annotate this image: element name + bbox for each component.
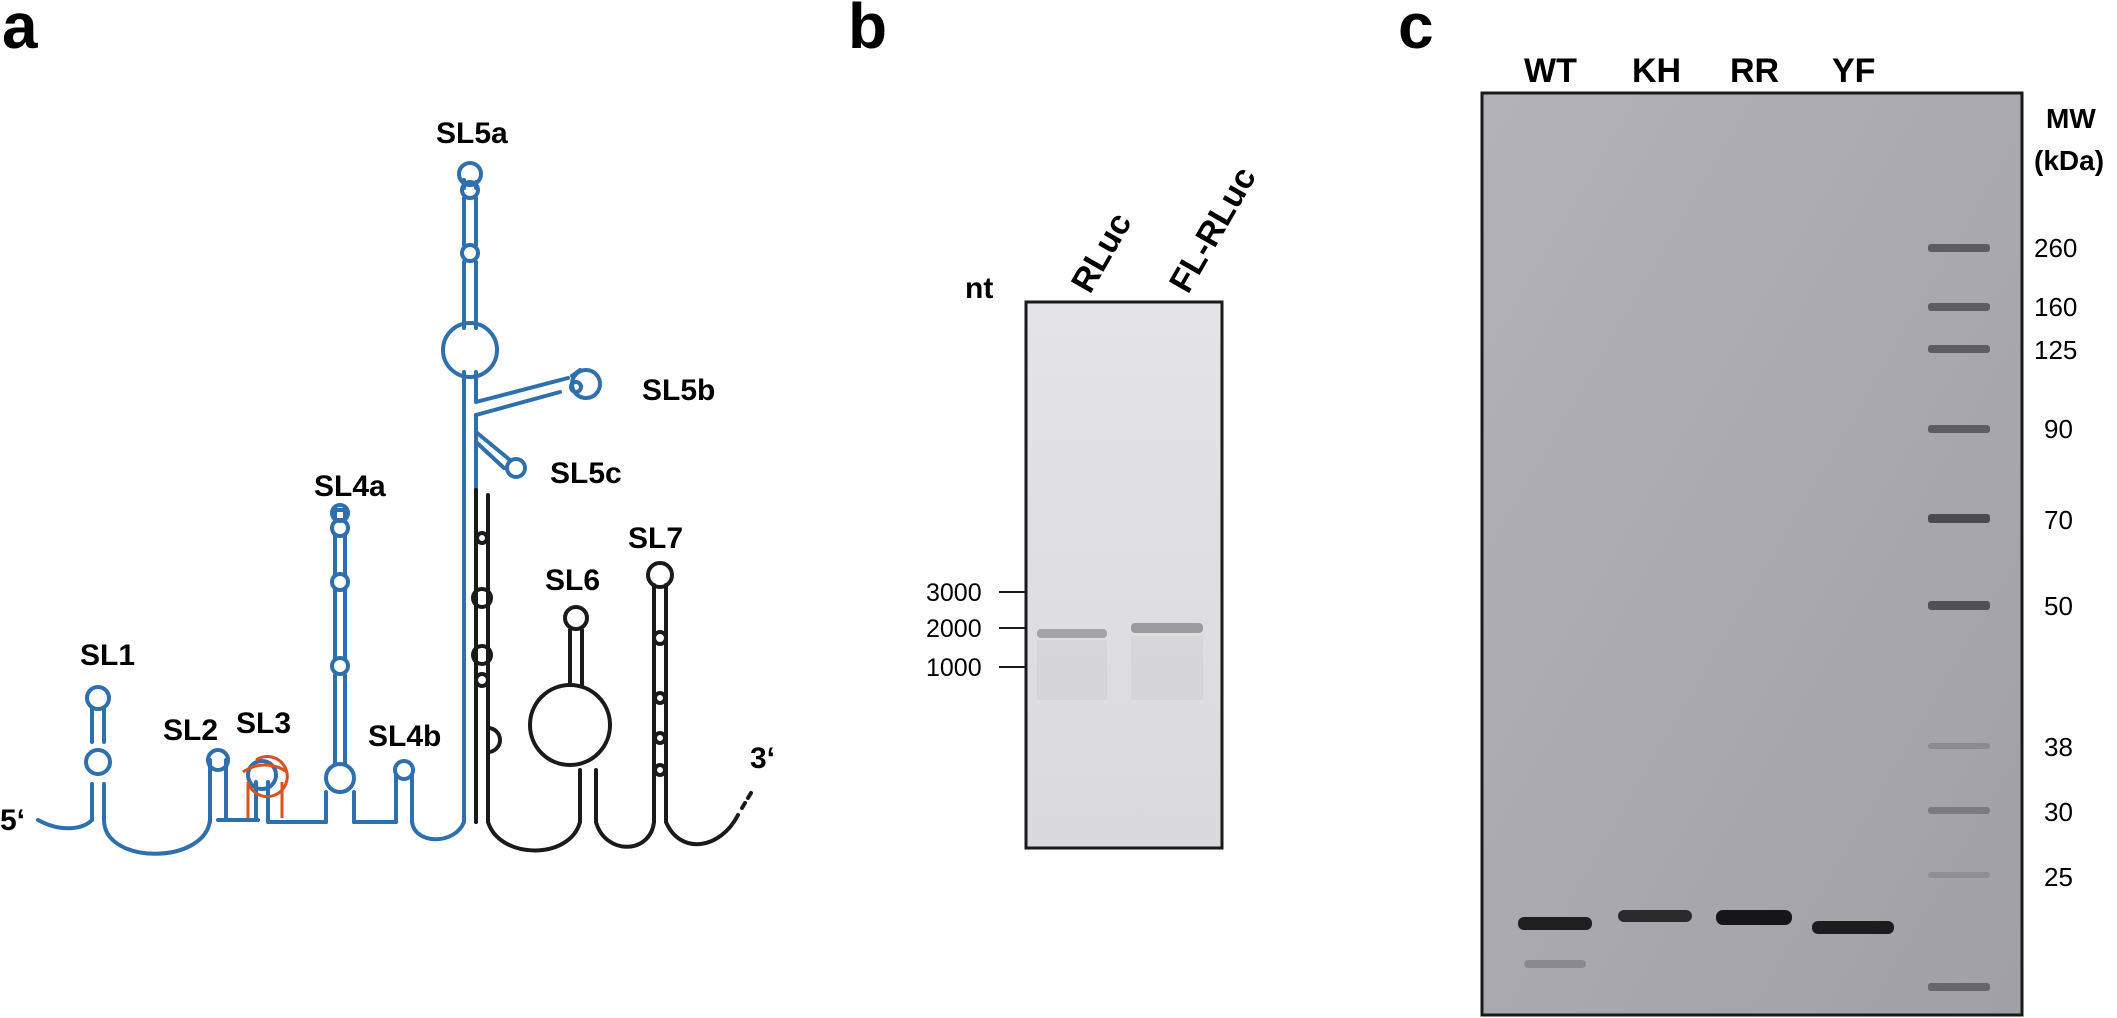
panel-c-letter: c — [1398, 0, 1434, 62]
rna-structure-blue — [36, 161, 602, 856]
panel-b-letter: b — [848, 0, 887, 62]
sl2-label: SL2 — [163, 714, 218, 747]
mw-260: 260 — [2034, 233, 2077, 263]
end-5-label: 5‘ — [0, 804, 25, 837]
mw-unit: (kDa) — [2034, 145, 2104, 176]
gel-b — [1024, 300, 1224, 850]
panel-b: b nt RLuc FL-RLuc 3000 2000 1000 — [848, 0, 1264, 850]
lane-label-yf: YF — [1832, 52, 1875, 90]
size-marker-1000: 1000 — [926, 654, 982, 682]
sl5a-label: SL5a — [436, 117, 508, 150]
band-wt — [1518, 917, 1592, 930]
sl6-label: SL6 — [545, 564, 600, 597]
unit-label-nt: nt — [965, 272, 993, 305]
mw-title: MW — [2046, 103, 2096, 134]
sl7-label: SL7 — [628, 522, 683, 555]
band-kh — [1618, 910, 1692, 922]
band-fl-rluc — [1131, 623, 1203, 633]
lane-label-rr: RR — [1730, 52, 1779, 90]
lane-label-fl-rluc: FL-RLuc — [1162, 161, 1264, 299]
lane-label-wt: WT — [1524, 52, 1577, 90]
band-yf — [1812, 921, 1894, 934]
rna-structure-black — [471, 488, 753, 853]
mw-125: 125 — [2034, 335, 2077, 365]
mw-90: 90 — [2044, 414, 2073, 444]
panel-c: c WT KH RR YF MW (kDa) 260 160 125 — [1398, 0, 2104, 1017]
lane-label-rluc: RLuc — [1064, 206, 1139, 299]
mw-38: 38 — [2044, 732, 2073, 762]
band-rr — [1716, 910, 1792, 925]
band-rluc — [1037, 629, 1107, 638]
sl5c-label: SL5c — [550, 457, 622, 490]
sl3-loop — [246, 755, 289, 818]
mw-30: 30 — [2044, 797, 2073, 827]
mw-50: 50 — [2044, 591, 2073, 621]
mw-70: 70 — [2044, 505, 2073, 535]
sl5b-label: SL5b — [642, 374, 715, 407]
sl3-label: SL3 — [236, 707, 291, 740]
mw-25: 25 — [2044, 862, 2073, 892]
lane-label-kh: KH — [1632, 52, 1681, 90]
sl1-label: SL1 — [80, 639, 135, 672]
panel-a-letter: a — [2, 0, 38, 62]
sl4a-label: SL4a — [314, 470, 386, 503]
sl4b-label: SL4b — [368, 720, 441, 753]
size-marker-3000: 3000 — [926, 579, 982, 607]
size-marker-2000: 2000 — [926, 615, 982, 643]
end-3-label: 3‘ — [750, 742, 775, 775]
mw-ladder — [1928, 244, 1990, 991]
panel-a: a — [0, 0, 775, 856]
mw-160: 160 — [2034, 292, 2077, 322]
